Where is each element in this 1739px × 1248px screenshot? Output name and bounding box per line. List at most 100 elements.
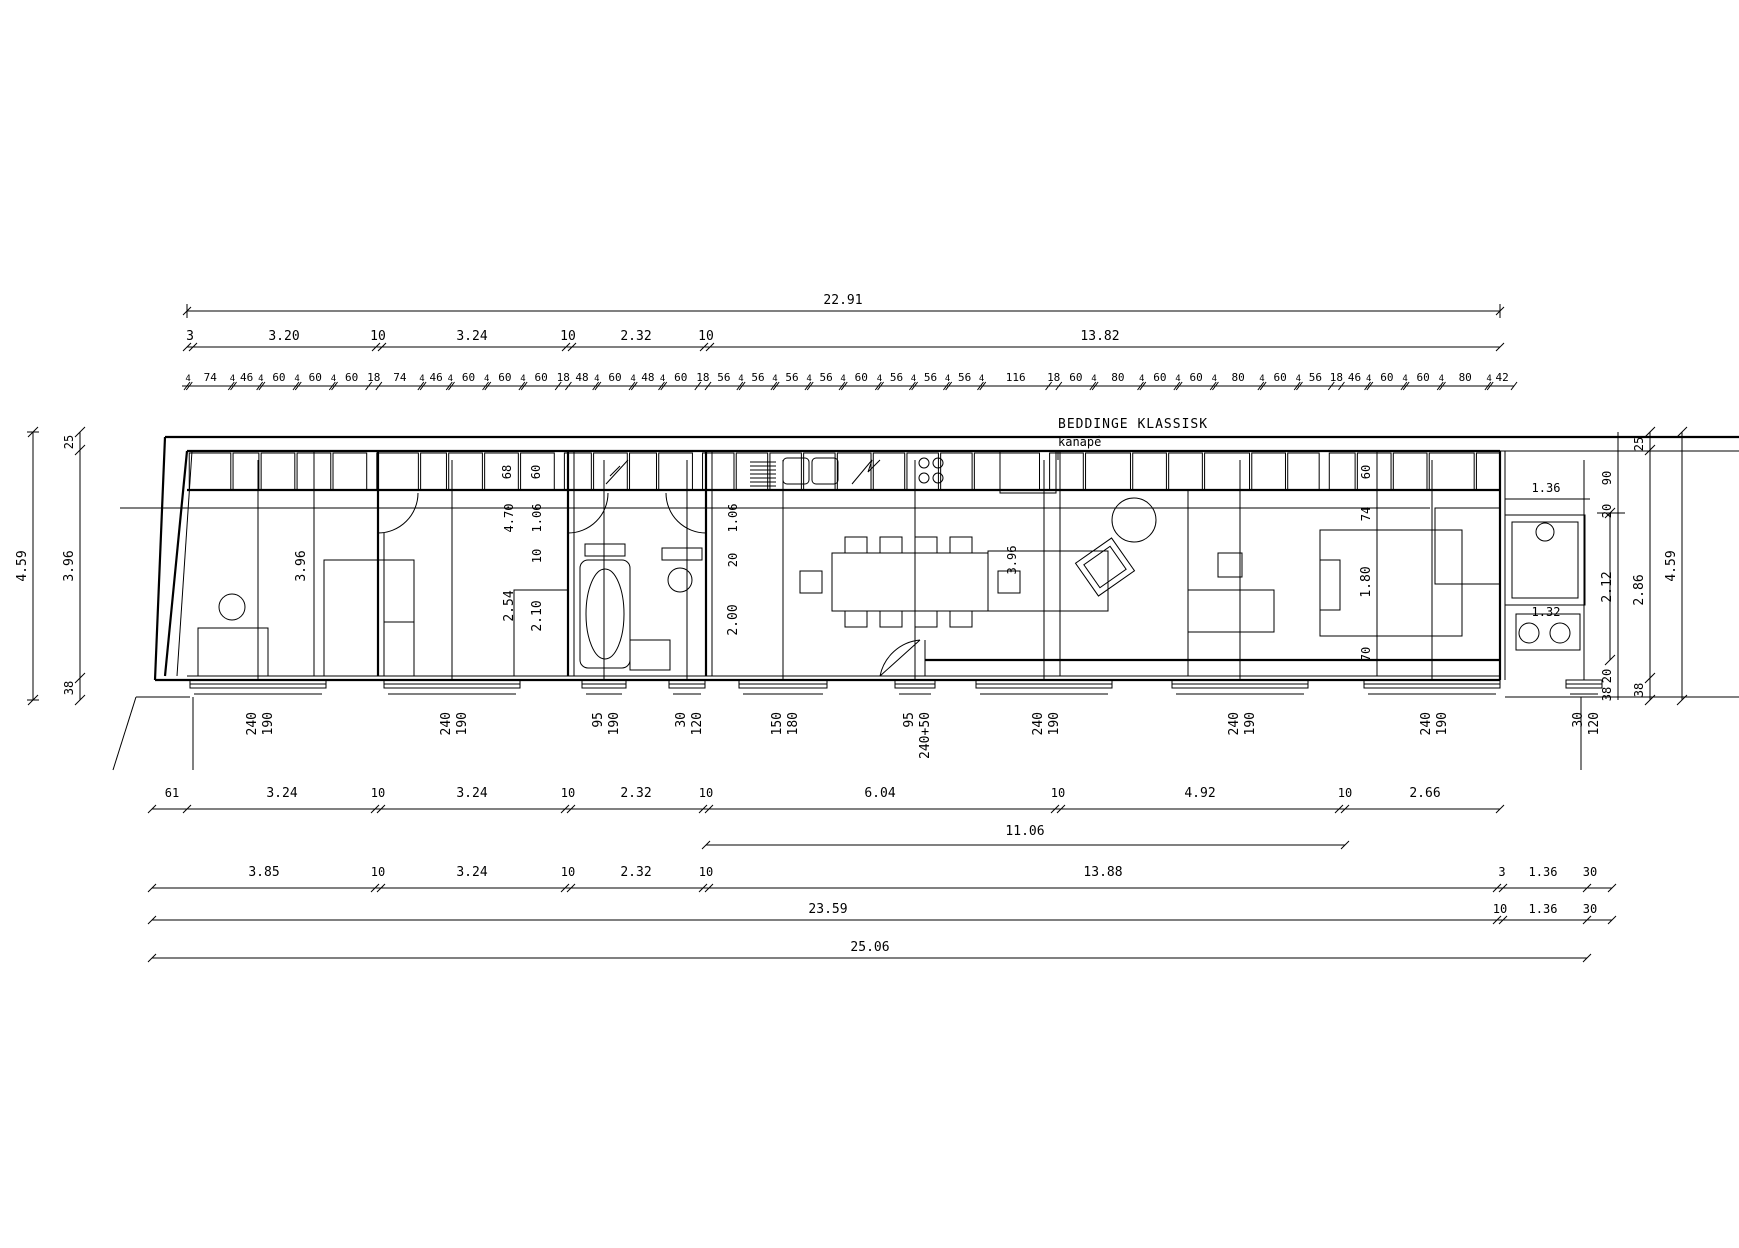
dryer-icon [1549,622,1571,644]
opening-width-9: 30 [1571,712,1586,728]
cabinet-module [803,452,836,491]
dim-tick [560,804,570,814]
wardrobe-icon [1434,507,1501,585]
dim-tick [840,381,848,391]
dim-tick [445,381,453,391]
dim-b1-8: 10 [1051,786,1065,800]
dim-tick [1091,381,1099,391]
dim-tick [736,381,744,391]
cabinet-module [1328,452,1356,491]
dim-tick [1212,381,1219,391]
dim-row3-49: 80 [1111,371,1124,384]
dim-b1-7: 6.04 [864,786,895,801]
dim-tick [256,381,264,391]
opening-width-6: 240 [1031,712,1046,735]
dim-row3-6: 4 [294,374,299,384]
opening-height-3: 120 [690,712,705,735]
opening-height-4: 180 [786,712,801,735]
dim-band-60: 60 [529,465,543,479]
bar-stools [844,536,973,628]
cabinet-module [940,452,973,491]
dim-tick [1334,804,1344,814]
dim-tick [1607,915,1617,925]
dim-row3-52: 4 [1175,374,1180,384]
left-dimension-chains: 4.59 25 3.96 38 [15,426,86,706]
dim-tick [292,381,300,391]
dim-tick [230,381,237,391]
dim-tick [592,381,600,391]
dim-row3-64: 4 [1402,374,1407,384]
dim-row3-30: 4 [738,374,743,384]
dim-tick [694,381,702,391]
dim-tick [908,381,916,391]
dim-tick [1364,381,1371,391]
dim-row3-55: 80 [1232,371,1245,384]
dim-row2-6: 10 [698,329,714,344]
dim-row3-39: 56 [890,371,903,384]
dim-living-a: 74 [1359,507,1373,521]
cabinet-module [260,452,296,491]
dim-row3-29: 56 [717,371,730,384]
bed-icon [1319,529,1463,637]
dim-right-part-2: 38 [1632,683,1646,697]
dim-tick [258,381,266,391]
dim-tick [1582,915,1592,925]
dim-wc-a: 1.06 [726,504,740,533]
dim-row3-31: 56 [751,371,764,384]
opening-width-3: 30 [674,712,689,728]
dim-row3-65: 60 [1417,371,1430,384]
dim-tick [1402,381,1410,391]
dim-tick [1209,381,1217,391]
dim-row3-7: 60 [309,371,322,384]
appliance-icon [605,459,629,485]
dim-right-inner-3: 38 [1600,687,1614,701]
dim-tick [1259,381,1267,391]
dim-tick [630,381,638,391]
dim-row3-27: 60 [674,371,687,384]
dim-b4-2: 1.36 [1529,902,1558,916]
dim-tick [1050,804,1060,814]
dim-row3-51: 60 [1153,371,1166,384]
plant-icon [1111,497,1157,543]
dim-row3-25: 48 [641,371,654,384]
dim-row3-48: 4 [1091,374,1096,384]
dim-tick [376,883,386,893]
dim-row3-9: 60 [345,371,358,384]
cabinet-module [296,452,332,491]
dim-tick [874,381,882,391]
dim-row3-0: 4 [185,374,190,384]
dim-tick [945,381,953,391]
dim-row3-16: 4 [484,374,489,384]
dim-tick [658,381,665,391]
opening-height-2: 190 [607,712,622,735]
toilet-icon [667,567,693,593]
washbasin-icon [629,639,671,671]
dim-tick [1492,915,1502,925]
dim-wc-b: 20 [726,553,740,567]
dim-tick [147,953,157,963]
dim-tick [698,804,708,814]
dim-row3-35: 56 [819,371,832,384]
dim-tick [1137,381,1144,391]
interior-dimensions: 68 60 60 3.96 4.70 1.06 10 2.54 2.10 1.0… [294,465,1590,661]
cabinet-module [520,452,555,491]
opening-width-4: 150 [770,712,785,735]
dim-row3-24: 4 [630,374,635,384]
stool-icon [997,570,1021,594]
dim-tick [1366,381,1374,391]
dim-overall-top: 22.91 [823,293,862,308]
fridge-icon [999,450,1057,494]
dim-bath-a: 4.70 [502,504,516,533]
dim-tick [1400,381,1408,391]
furniture [197,497,1586,677]
dim-tick [227,381,235,391]
dim-tick [331,381,338,391]
dim-row2-4: 10 [560,329,576,344]
opening-width-5: 95 [902,712,917,728]
cabinet-module [1428,452,1475,491]
bed-pillow-icon [383,559,415,623]
dim-annex-b: 1.32 [1532,605,1561,619]
dim-tick [1510,381,1518,391]
dim-row3-11: 74 [393,371,407,384]
dim-tick [147,883,157,893]
